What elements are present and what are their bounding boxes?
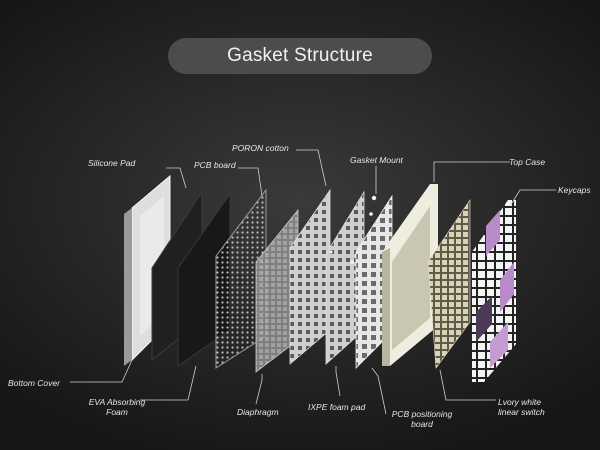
label-pcb-board: PCB board — [194, 160, 236, 170]
label-ivory-switch-line1: Lvory white — [498, 397, 545, 407]
label-eva-foam-line1: EVA Absorbing — [86, 397, 148, 407]
label-pcb-positioning-line1: PCB positioning — [384, 409, 460, 419]
label-bottom-cover: Bottom Cover — [8, 378, 60, 388]
label-eva-foam: EVA Absorbing Foam — [86, 397, 148, 417]
label-silicone-pad: Silicone Pad — [88, 158, 135, 168]
label-eva-foam-line2: Foam — [86, 407, 148, 417]
label-ivory-switch-line2: linear switch — [498, 407, 545, 417]
label-top-case: Top Case — [509, 157, 545, 167]
label-ivory-switch: Lvory white linear switch — [498, 397, 545, 417]
label-diaphragm: Diaphragm — [237, 407, 279, 417]
label-pcb-positioning-board: PCB positioning board — [384, 409, 460, 429]
label-gasket-mount: Gasket Mount — [350, 155, 403, 165]
label-keycaps: Keycaps — [558, 185, 591, 195]
label-pcb-positioning-line2: board — [384, 419, 460, 429]
label-ixpe-foam-pad: IXPE foam pad — [308, 402, 365, 412]
keycap-layer — [472, 200, 516, 382]
label-poron-cotton: PORON cotton — [232, 143, 289, 153]
